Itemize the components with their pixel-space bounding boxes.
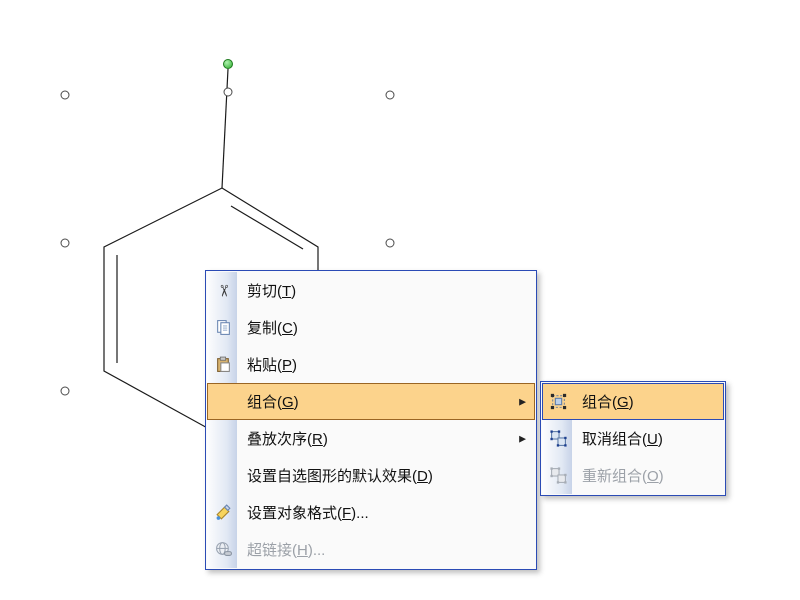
- regroup-icon: [547, 465, 569, 487]
- submenu-arrow-icon: ▶: [519, 433, 526, 443]
- group-icon: [547, 391, 569, 413]
- hyperlink-icon: [212, 539, 234, 561]
- menu-item-group[interactable]: 组合(G) ▶: [207, 383, 535, 420]
- selection-handle-top-right[interactable]: [385, 90, 395, 100]
- scissors-icon: ✂: [215, 283, 232, 298]
- selection-handle-middle-left[interactable]: [60, 238, 70, 248]
- submenu-item-group[interactable]: 组合(G): [542, 383, 724, 420]
- menu-item-label: 粘贴(P): [247, 357, 298, 374]
- menu-item-cut[interactable]: ✂ 剪切(T): [207, 272, 535, 309]
- menu-item-label: 超链接(H)...: [247, 542, 326, 559]
- submenu-item-ungroup[interactable]: 取消组合(U): [542, 420, 724, 457]
- menu-item-label: 复制(C): [247, 320, 298, 337]
- context-menu: ✂ 剪切(T) 复制(C) 粘贴(P) 组合(G) ▶ 叠放次序(R) ▶: [205, 270, 537, 570]
- ungroup-icon: [547, 428, 569, 450]
- menu-item-set-autoshape-defaults[interactable]: 设置自选图形的默认效果(D): [207, 457, 535, 494]
- selection-handle-top-left[interactable]: [60, 90, 70, 100]
- paste-icon: [212, 354, 234, 376]
- menu-item-hyperlink[interactable]: 超链接(H)...: [207, 531, 535, 568]
- format-icon: [212, 502, 234, 524]
- menu-item-label: 重新组合(O): [582, 468, 664, 485]
- copy-icon: [212, 317, 234, 339]
- rotation-handle[interactable]: [223, 59, 233, 69]
- menu-item-label: 设置自选图形的默认效果(D): [247, 468, 433, 485]
- selection-handle-middle-right[interactable]: [385, 238, 395, 248]
- menu-item-label: 组合(G): [247, 394, 299, 411]
- menu-item-label: 剪切(T): [247, 283, 297, 300]
- group-submenu: 组合(G) 取消组合(U): [540, 381, 726, 496]
- menu-item-copy[interactable]: 复制(C): [207, 309, 535, 346]
- menu-item-format-object[interactable]: 设置对象格式(F)...: [207, 494, 535, 531]
- selection-handle-bottom-left[interactable]: [60, 386, 70, 396]
- selection-handle-top-center[interactable]: [223, 87, 233, 97]
- menu-item-label: 设置对象格式(F)...: [247, 505, 369, 522]
- menu-item-order[interactable]: 叠放次序(R) ▶: [207, 420, 535, 457]
- menu-item-label: 叠放次序(R): [247, 431, 328, 448]
- submenu-item-regroup[interactable]: 重新组合(O): [542, 457, 724, 494]
- submenu-arrow-icon: ▶: [519, 396, 526, 406]
- menu-item-label: 组合(G): [582, 394, 634, 411]
- menu-item-label: 取消组合(U): [582, 431, 663, 448]
- menu-item-paste[interactable]: 粘贴(P): [207, 346, 535, 383]
